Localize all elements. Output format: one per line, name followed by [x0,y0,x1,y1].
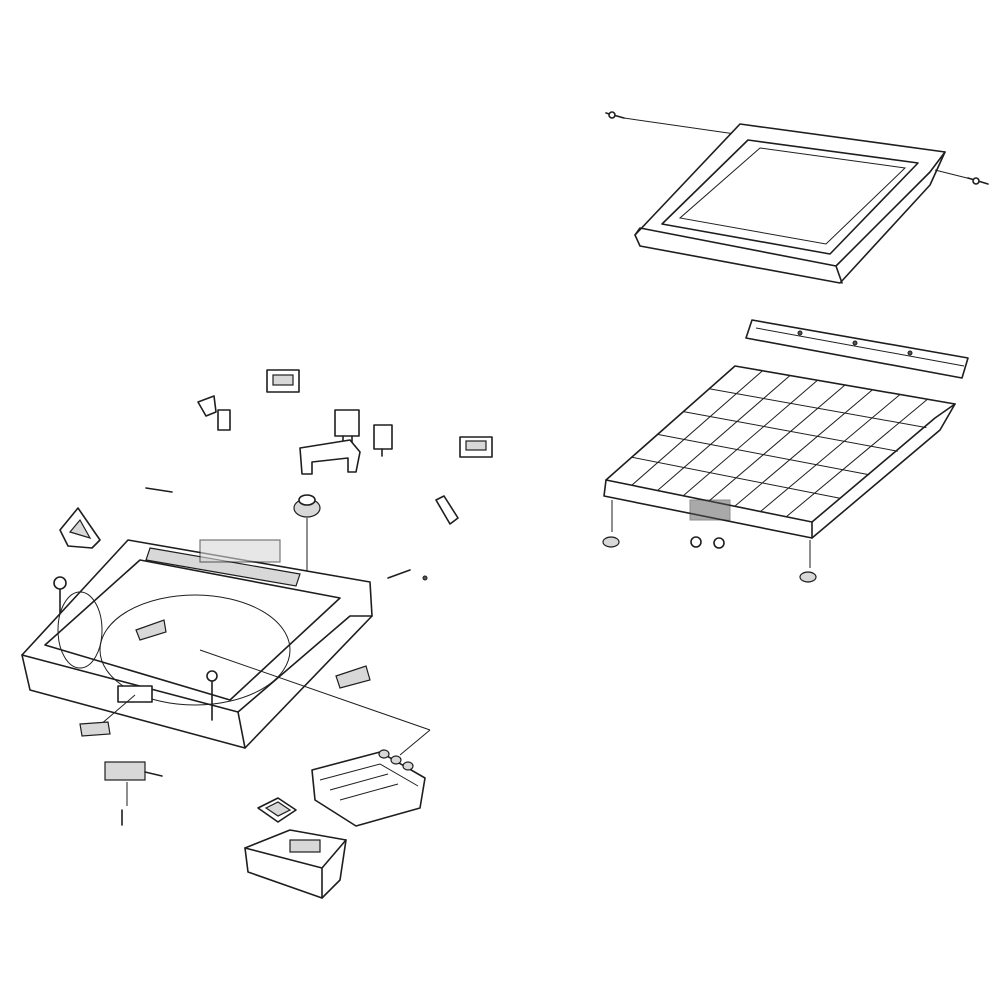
dispenser-housing [311,749,426,827]
lid-hinge-pin-left [605,111,625,119]
panel-rib [734,389,873,507]
nut-left [690,536,702,548]
lock-lever [435,495,459,525]
panel-rib [631,456,841,499]
u-bracket [299,439,361,475]
spring-right [387,569,428,581]
panel-rib [682,379,818,497]
leader-line-dispenser [199,649,431,731]
pressure-switch [293,494,321,518]
cap-post-front [206,670,218,721]
panel-rib [683,411,898,452]
foot-left [602,536,620,548]
hinge-bracket-right [459,436,493,458]
spring-left [145,487,173,493]
rear-rail-bracket [745,319,969,379]
bleach-cap [59,507,101,549]
panel-rib [657,433,870,476]
lid-hinge-pin-right [967,177,989,185]
panel-rib [631,370,763,486]
dispenser-cap [257,797,297,823]
valve-left [334,409,360,447]
lid-frame [634,123,946,284]
clip-inner [135,619,167,641]
leader-line-button [99,694,136,726]
foot-right [799,571,817,583]
top-cover-base [21,539,373,749]
nut-right [713,537,725,549]
leader-line-lid-left [623,117,743,136]
door-lock [104,761,163,826]
hinge-bracket-top [266,369,300,393]
dispenser-drawer [244,829,347,899]
clip-side [335,665,371,689]
latch-bracket [197,395,231,431]
leader-line-dispenser-2 [399,729,431,756]
valve-right [373,424,393,457]
panel-rib [785,398,928,518]
panel-rib [708,384,846,502]
panel-rib [657,375,791,491]
button-cover [79,721,111,737]
panel-rib [709,388,927,429]
panel-rib [760,394,901,512]
top-panel [603,365,956,539]
